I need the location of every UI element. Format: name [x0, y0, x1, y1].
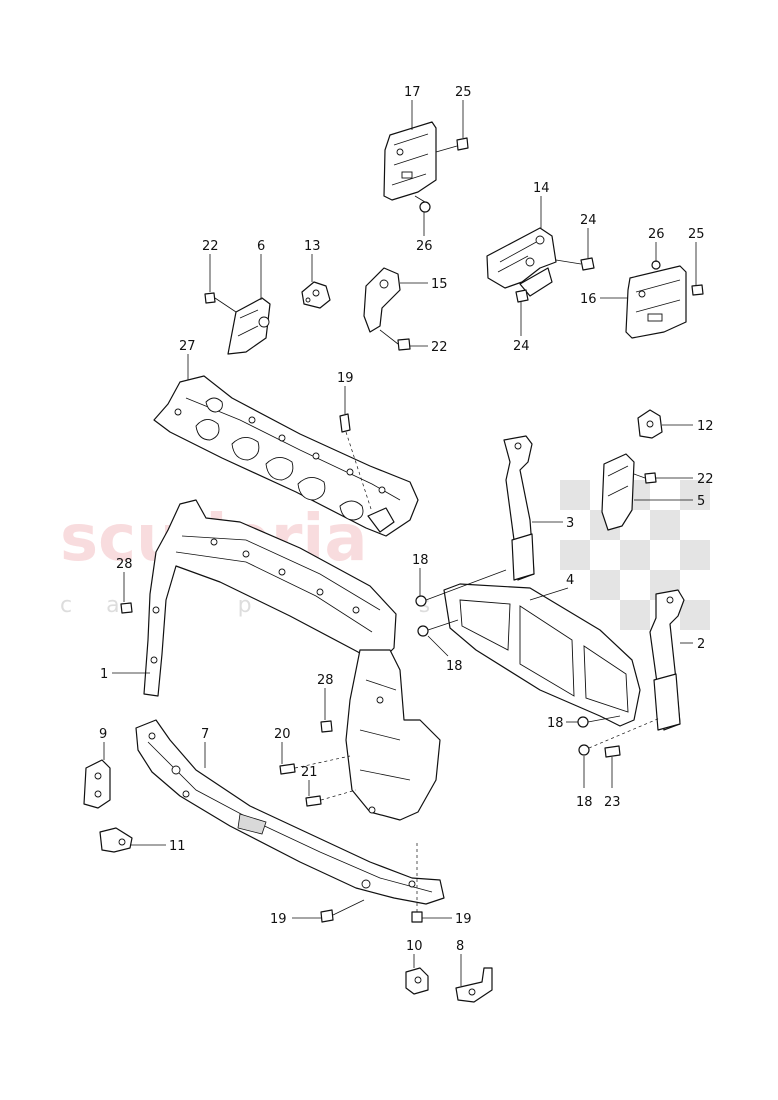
callout-15: 15 [431, 277, 448, 292]
part-18-nuts [415, 569, 661, 756]
leader-lines [103, 100, 697, 986]
callout-25-right: 25 [688, 227, 705, 242]
callout-24-right: 24 [580, 213, 597, 228]
callout-14: 14 [533, 181, 550, 196]
part-15-bracket [363, 267, 401, 333]
part-26-nut-top [414, 195, 431, 213]
part-20-bolt [279, 755, 351, 775]
part-14-bracket [486, 227, 557, 297]
callout-3: 3 [566, 516, 574, 531]
callout-5: 5 [697, 494, 705, 509]
part-13-mount [301, 281, 331, 309]
part-23-bolt [604, 745, 621, 758]
callout-26-right: 26 [648, 227, 665, 242]
callout-2: 2 [697, 637, 705, 652]
callout-28-left: 28 [116, 557, 133, 572]
part-11-bracket [99, 827, 133, 853]
callout-27: 27 [179, 339, 196, 354]
part-27-upper-cross-member [153, 375, 419, 537]
part-8-clip [455, 967, 493, 1003]
callout-19-bottom-left: 19 [270, 912, 287, 927]
part-19-bolt-bottom-right [411, 840, 423, 923]
callout-22-center: 22 [431, 340, 448, 355]
callout-13: 13 [304, 239, 321, 254]
part-21-bolt [305, 789, 357, 807]
part-7-lower-cross-member [135, 719, 445, 905]
part-3-support [503, 435, 535, 581]
callout-12: 12 [697, 419, 714, 434]
callout-18-mid: 18 [446, 659, 463, 674]
part-24-bolt-right [555, 257, 595, 271]
callout-22-left: 22 [202, 239, 219, 254]
watermark-checker-flag [560, 480, 710, 630]
part-17-bracket [383, 121, 437, 201]
callout-18-right: 18 [547, 716, 564, 731]
part-5-bracket [601, 453, 635, 531]
part-1-front-carrier [143, 499, 441, 821]
part-24-bolt-bottom [515, 289, 529, 303]
callout-17: 17 [404, 85, 421, 100]
callout-16: 16 [580, 292, 597, 307]
part-22-bolt-right [633, 472, 657, 484]
callout-labels: 17 25 26 14 24 24 26 25 16 22 6 13 15 22… [99, 85, 714, 954]
part-9-bracket [83, 759, 111, 809]
callout-11: 11 [169, 839, 186, 854]
callout-26-top: 26 [416, 239, 433, 254]
callout-25-top: 25 [455, 85, 472, 100]
part-28-bolt-left [120, 602, 133, 614]
callout-10: 10 [406, 939, 423, 954]
callout-20: 20 [274, 727, 291, 742]
part-19-bolt-top [339, 413, 373, 513]
part-22-bolt-center [379, 329, 411, 351]
callout-18-bottom: 18 [576, 795, 593, 810]
part-26-nut-right [651, 260, 661, 270]
part-10-clip [405, 967, 429, 995]
callout-19-bottom-right: 19 [455, 912, 472, 927]
part-25-bolt-right [691, 284, 704, 296]
callout-18-top: 18 [412, 553, 429, 568]
callout-6: 6 [257, 239, 265, 254]
callout-22-right: 22 [697, 472, 714, 487]
callout-4: 4 [566, 573, 574, 588]
callout-28-center: 28 [317, 673, 334, 688]
callout-19-top: 19 [337, 371, 354, 386]
callout-21: 21 [301, 765, 318, 780]
part-4-radiator-frame [443, 583, 641, 727]
callout-24-bottom: 24 [513, 339, 530, 354]
part-28-bolt-center [320, 720, 333, 733]
callout-7: 7 [201, 727, 209, 742]
part-19-bolt-bottom-left [320, 899, 365, 923]
callout-9: 9 [99, 727, 107, 742]
part-6-bracket [227, 297, 271, 355]
part-2-support [649, 589, 685, 731]
part-12-mount [637, 409, 663, 439]
callout-23: 23 [604, 795, 621, 810]
part-25-bolt-top [435, 137, 469, 153]
part-16-bracket [625, 265, 687, 339]
callout-8: 8 [456, 939, 464, 954]
callout-1: 1 [100, 667, 108, 682]
part-22-bolt-left [204, 292, 237, 313]
